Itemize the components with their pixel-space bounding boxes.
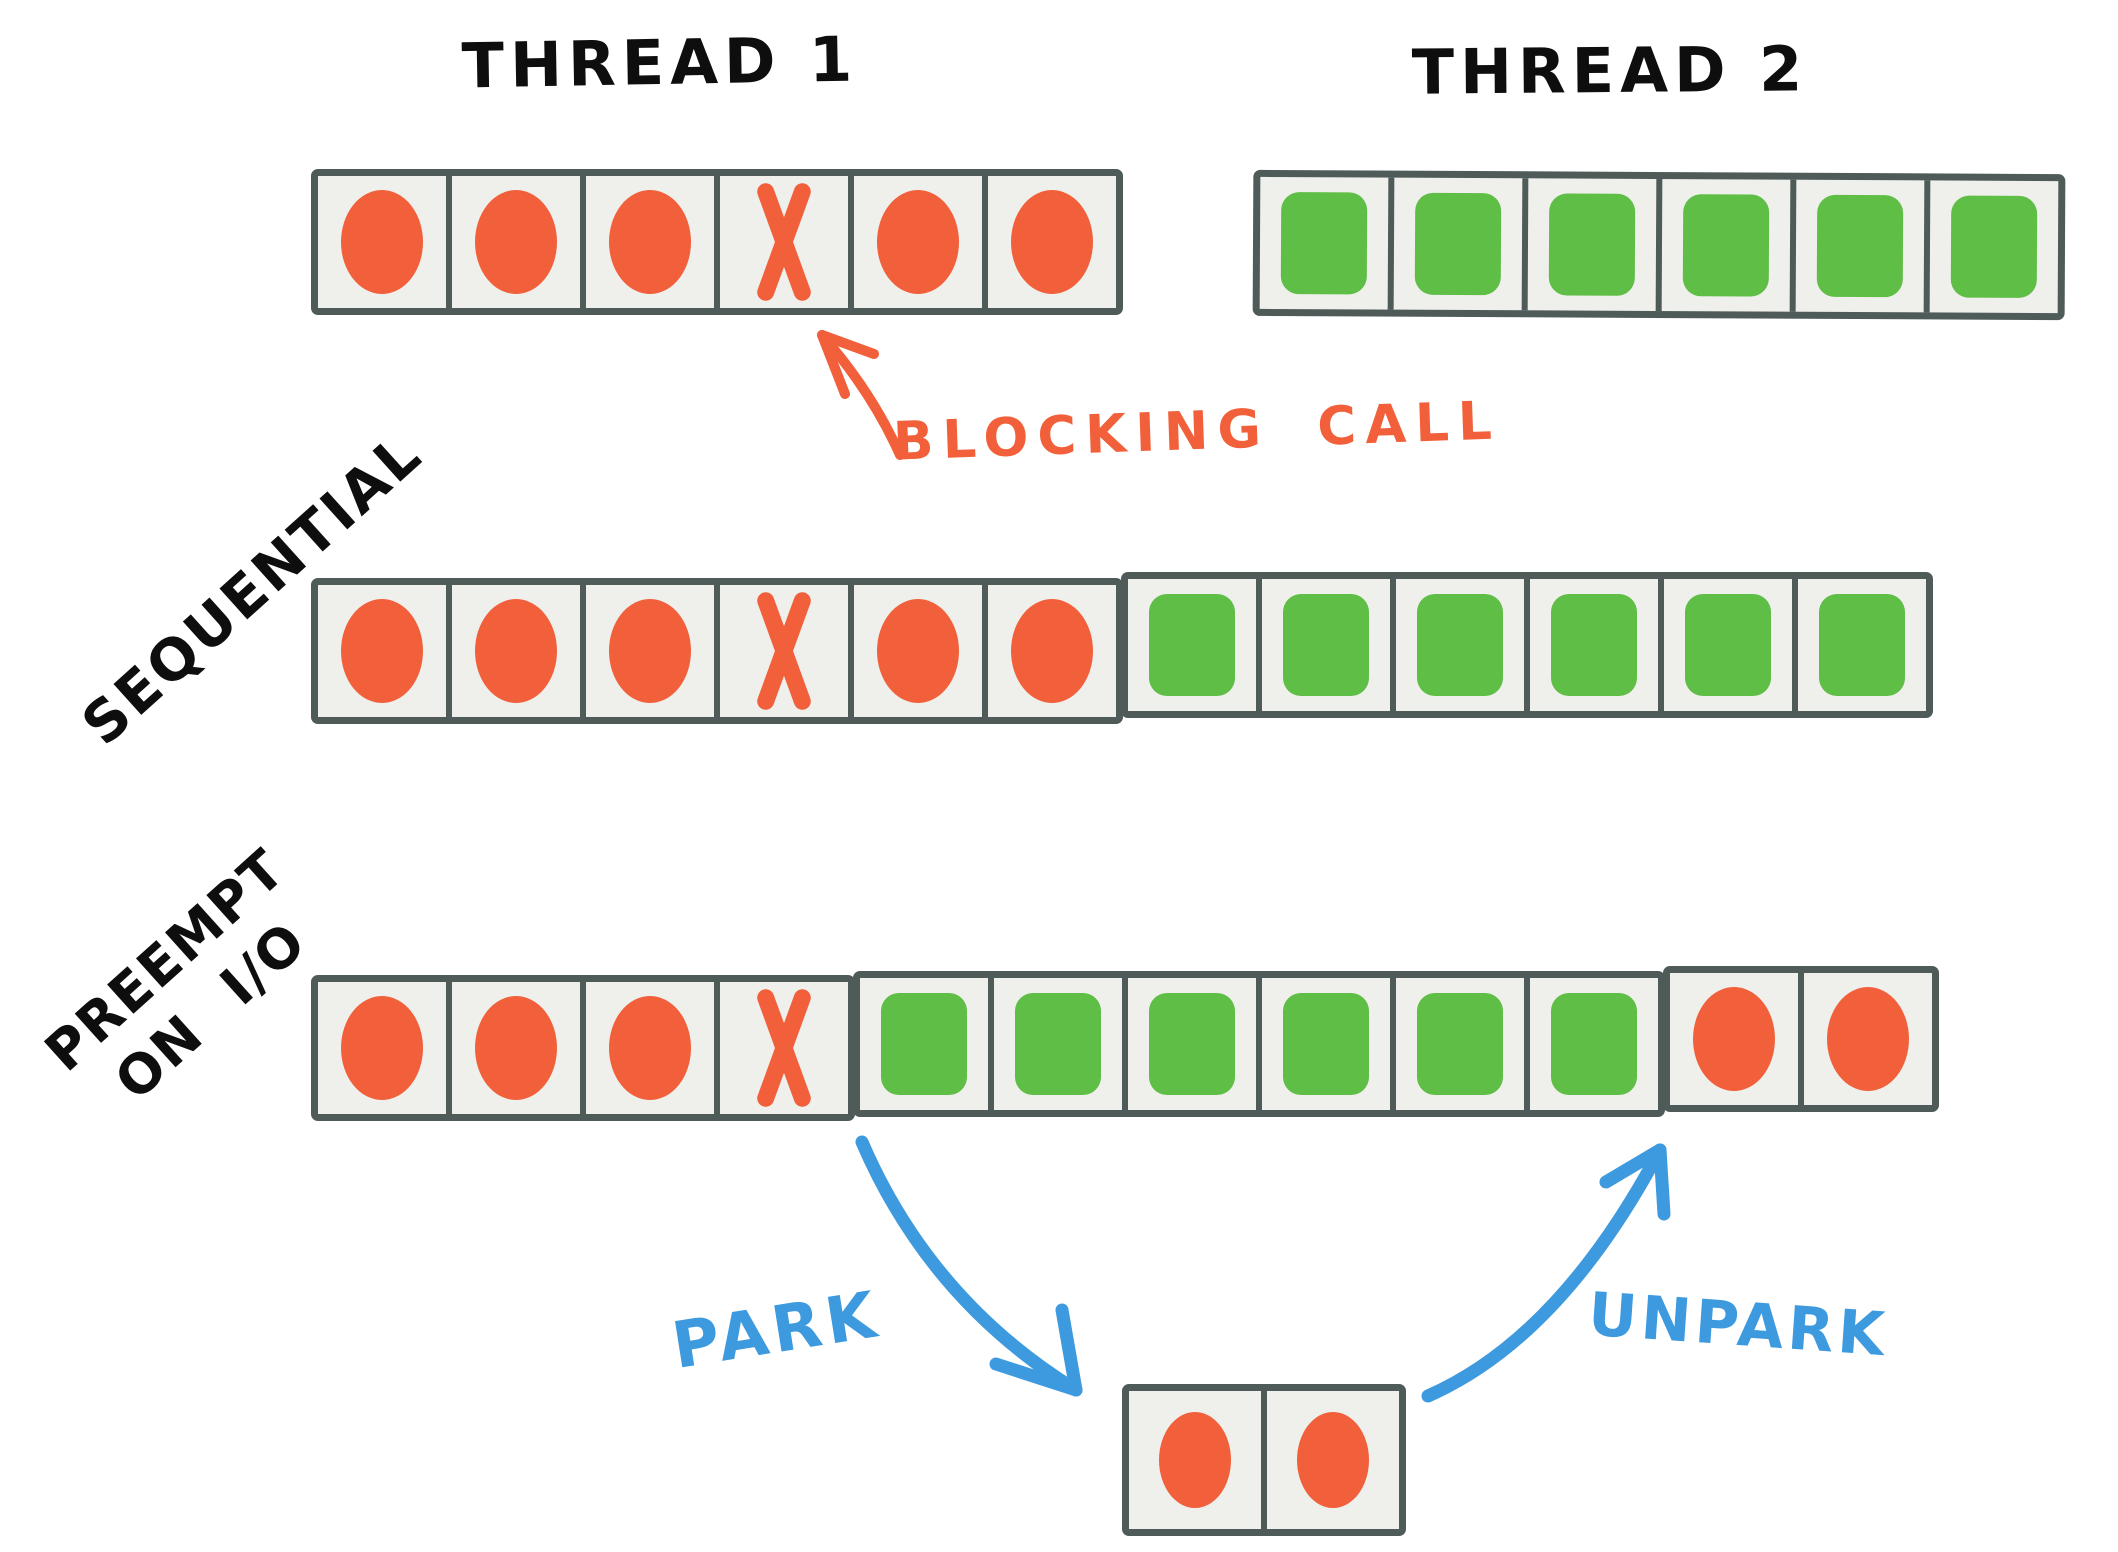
task-dot	[1297, 1412, 1369, 1508]
task-square	[1149, 594, 1235, 696]
task-dot	[1693, 987, 1775, 1091]
task-dot	[475, 996, 557, 1100]
task-slot	[1655, 178, 1791, 312]
blocked-x-mark	[736, 589, 832, 713]
task-slot	[1670, 973, 1798, 1105]
timeline-segment	[311, 975, 855, 1121]
thread2-timeline	[1252, 169, 2066, 321]
thread2-title: THREAD 2	[1411, 32, 1809, 109]
task-slot	[714, 585, 848, 717]
timeline-segment	[1122, 1384, 1406, 1536]
task-slot	[1390, 579, 1524, 711]
task-square	[1551, 993, 1637, 1095]
task-square	[1283, 594, 1369, 696]
task-slot	[714, 982, 848, 1114]
task-square	[1950, 195, 2038, 298]
task-slot	[446, 585, 580, 717]
task-slot	[1129, 1391, 1261, 1529]
task-slot	[318, 982, 446, 1114]
task-slot	[1390, 978, 1524, 1110]
task-dot	[341, 190, 423, 294]
task-slot	[580, 982, 714, 1114]
task-square	[1283, 993, 1369, 1095]
task-dot	[609, 190, 691, 294]
task-square	[1551, 594, 1637, 696]
task-square	[1417, 594, 1503, 696]
task-slot	[1923, 180, 2059, 314]
park-arrow	[855, 1135, 1083, 1397]
task-slot	[1387, 177, 1523, 311]
task-slot	[318, 176, 446, 308]
task-square	[881, 993, 967, 1095]
timeline-segment	[311, 578, 1123, 724]
task-slot	[848, 176, 982, 308]
task-slot	[860, 978, 988, 1110]
task-dot	[1011, 599, 1093, 703]
task-square	[1414, 192, 1502, 296]
task-slot	[714, 176, 848, 308]
task-slot	[1798, 973, 1932, 1105]
blocked-x-mark	[736, 180, 832, 304]
timeline-segment	[1121, 572, 1933, 718]
task-square	[1685, 594, 1771, 696]
unpark-label: UNPARK	[1585, 1279, 1891, 1371]
task-square	[1280, 192, 1368, 295]
task-square	[1548, 193, 1636, 296]
task-slot	[1524, 978, 1658, 1110]
task-dot	[609, 996, 691, 1100]
task-dot	[1827, 987, 1909, 1091]
task-slot	[1792, 579, 1926, 711]
task-slot	[1658, 579, 1792, 711]
task-square	[1816, 194, 1904, 298]
task-slot	[1789, 179, 1925, 313]
task-slot	[848, 585, 982, 717]
task-dot	[341, 996, 423, 1100]
task-square	[1149, 993, 1235, 1095]
unpark-arrow	[1421, 1143, 1671, 1403]
thread1-timeline	[311, 169, 1123, 315]
task-slot	[982, 176, 1116, 308]
task-slot	[446, 176, 580, 308]
timeline-segment	[311, 169, 1123, 315]
blocking-call-label: BLOCKING CALL	[892, 390, 1502, 473]
task-dot	[877, 190, 959, 294]
task-square	[1417, 993, 1503, 1095]
task-slot	[1260, 177, 1389, 310]
task-slot	[580, 176, 714, 308]
timeline-segment	[853, 971, 1665, 1117]
task-slot	[1521, 178, 1657, 311]
task-slot	[982, 585, 1116, 717]
blocking-call-arrow	[817, 330, 905, 460]
task-dot	[475, 190, 557, 294]
task-dot	[475, 599, 557, 703]
task-slot	[446, 982, 580, 1114]
task-slot	[1256, 978, 1390, 1110]
sequential-timeline	[311, 572, 1933, 724]
blocked-x-mark	[736, 986, 832, 1110]
task-slot	[1122, 978, 1256, 1110]
task-dot	[1011, 190, 1093, 294]
task-dot	[609, 599, 691, 703]
task-square	[1682, 194, 1770, 297]
task-dot	[877, 599, 959, 703]
task-slot	[988, 978, 1122, 1110]
parked-tasks-box	[1122, 1384, 1406, 1536]
task-square	[1015, 993, 1101, 1095]
task-slot	[1128, 579, 1256, 711]
task-dot	[1159, 1412, 1231, 1508]
timeline-segment	[1663, 966, 1939, 1112]
task-dot	[341, 599, 423, 703]
task-slot	[318, 585, 446, 717]
task-slot	[1256, 579, 1390, 711]
task-square	[1819, 594, 1905, 696]
park-label: PARK	[667, 1278, 886, 1384]
task-slot	[1524, 579, 1658, 711]
timeline-segment	[1252, 169, 2066, 321]
preempt-timeline	[311, 966, 1939, 1121]
task-slot	[580, 585, 714, 717]
thread1-title: THREAD 1	[461, 22, 859, 103]
task-slot	[1261, 1391, 1399, 1529]
